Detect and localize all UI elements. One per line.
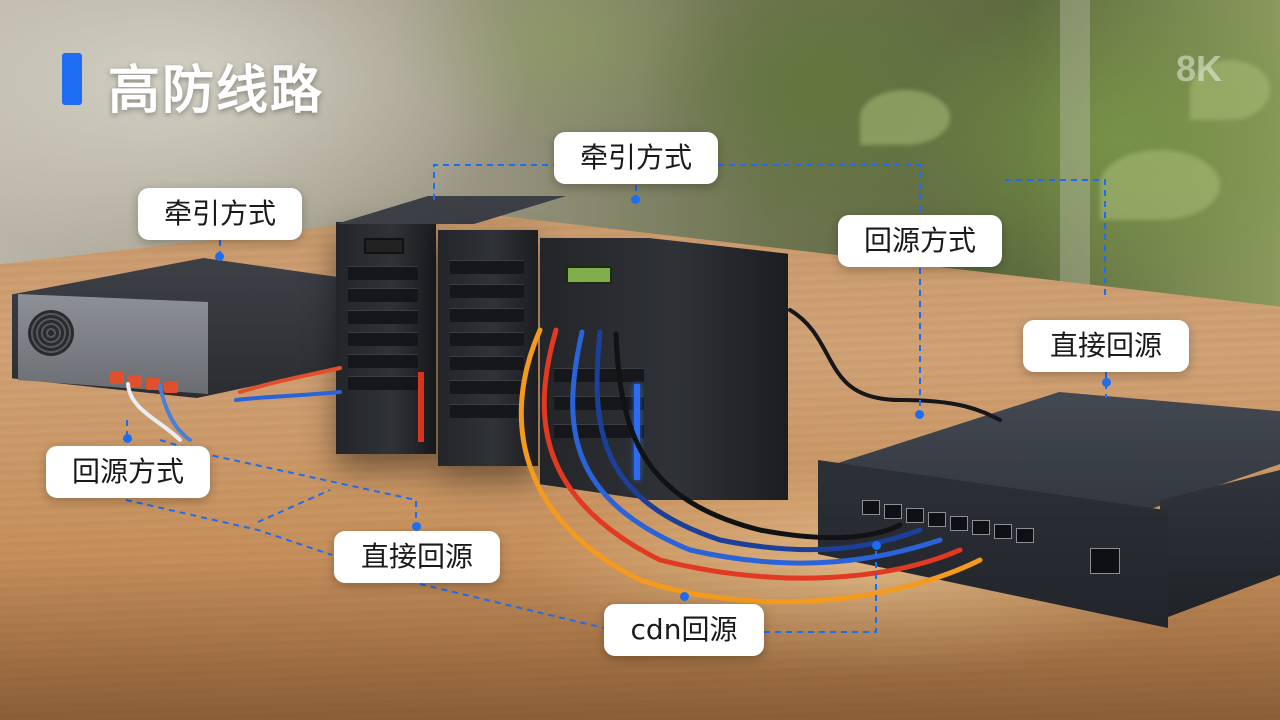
- drive-bay: [450, 404, 524, 418]
- watermark: 8K: [1176, 48, 1223, 89]
- plant-leaf: [1190, 60, 1270, 120]
- switch-port: [1016, 528, 1034, 543]
- drive-bay: [348, 332, 418, 346]
- drive-bay: [450, 284, 524, 298]
- drive-bay: [450, 332, 524, 346]
- drive-bay: [450, 260, 524, 274]
- network-port: [128, 375, 142, 387]
- drive-bay: [554, 368, 644, 382]
- plant-leaf: [1100, 150, 1220, 220]
- drive-bay: [450, 380, 524, 394]
- fan-grille: [28, 310, 74, 356]
- callout-anchor-dot: [215, 252, 224, 261]
- lcd-panel: [566, 266, 612, 284]
- callout-right-origin: 回源方式: [838, 215, 1002, 267]
- drive-bay: [348, 266, 418, 280]
- network-port: [110, 372, 124, 384]
- callout-anchor-dot: [680, 592, 689, 601]
- drive-bay: [348, 376, 418, 390]
- server-tower-3: [540, 238, 788, 500]
- switch-port: [884, 504, 902, 519]
- drive-bay: [450, 356, 524, 370]
- callout-anchor-dot: [915, 410, 924, 419]
- window-frame: [1060, 0, 1090, 300]
- status-led-bar: [418, 372, 424, 442]
- switch-port: [994, 524, 1012, 539]
- drive-bay: [554, 396, 644, 410]
- network-port: [146, 378, 160, 390]
- drive-bay: [348, 310, 418, 324]
- callout-center-traction: 牵引方式: [554, 132, 718, 184]
- switch-port: [1090, 548, 1120, 574]
- callout-anchor-dot: [123, 434, 132, 443]
- callout-bottom-direct: 直接回源: [334, 531, 500, 583]
- callout-anchor-dot: [1102, 378, 1111, 387]
- status-display: [364, 238, 404, 254]
- drive-bay: [450, 308, 524, 322]
- switch-port: [972, 520, 990, 535]
- callout-anchor-dot: [872, 541, 881, 550]
- server-tower-1: [336, 222, 436, 454]
- drive-bay: [348, 288, 418, 302]
- callout-bottom-cdn: cdn回源: [604, 604, 764, 656]
- callout-left-traction: 牵引方式: [138, 188, 302, 240]
- status-led-bar: [634, 384, 640, 480]
- server-tower-2: [438, 230, 538, 466]
- page-title: 高防线路: [108, 61, 325, 121]
- callout-left-origin: 回源方式: [46, 446, 210, 498]
- drive-bay: [348, 354, 418, 368]
- plant-leaf: [860, 90, 950, 145]
- switch-port: [862, 500, 880, 515]
- drive-bay: [554, 424, 644, 438]
- callout-anchor-dot: [631, 195, 640, 204]
- callout-right-direct: 直接回源: [1023, 320, 1189, 372]
- network-port: [164, 381, 178, 393]
- callout-anchor-dot: [412, 522, 421, 531]
- switch-port: [906, 508, 924, 523]
- switch-port: [928, 512, 946, 527]
- title-accent-bar: [62, 53, 82, 105]
- switch-port: [950, 516, 968, 531]
